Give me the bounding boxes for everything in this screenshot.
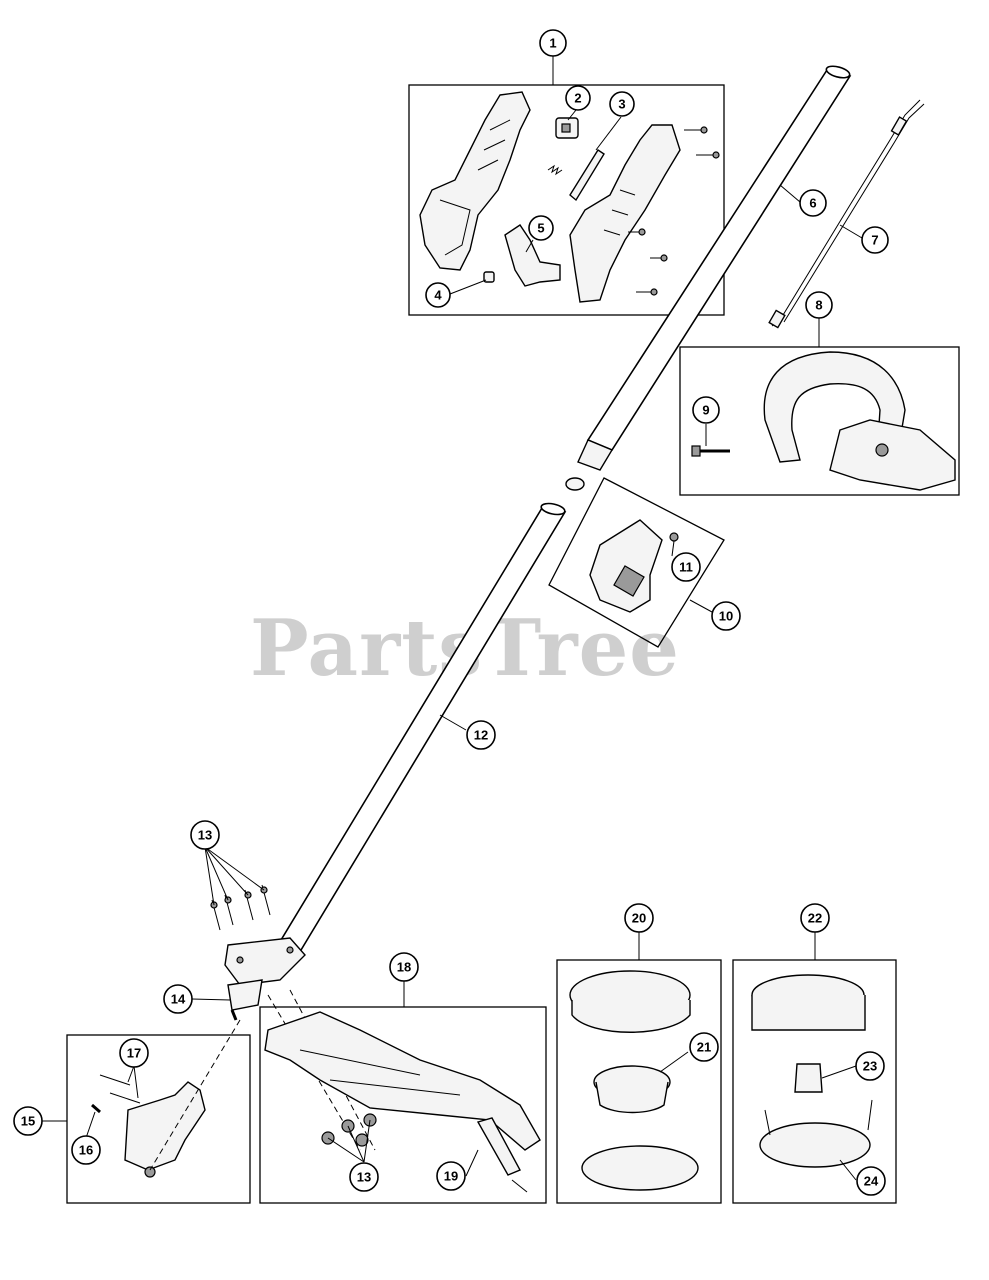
alignment-line xyxy=(149,1019,241,1171)
callout-16: 16 xyxy=(71,1135,101,1165)
box-shield xyxy=(259,1006,547,1204)
callout-7: 7 xyxy=(861,226,889,254)
spool-spring xyxy=(794,1063,823,1093)
svg-text:1: 1 xyxy=(549,36,556,51)
svg-text:24: 24 xyxy=(864,1174,879,1189)
svg-text:19: 19 xyxy=(444,1169,458,1184)
callout-21: 21 xyxy=(689,1032,719,1062)
callout-5: 5 xyxy=(528,215,554,241)
callout-9: 9 xyxy=(692,396,720,424)
svg-text:7: 7 xyxy=(871,233,878,248)
svg-text:3: 3 xyxy=(618,97,625,112)
callout-1: 1 xyxy=(539,29,567,57)
shield-mount-bracket xyxy=(224,937,306,986)
callout-4: 4 xyxy=(425,282,451,308)
svg-text:22: 22 xyxy=(808,911,822,926)
spool-base xyxy=(581,1145,699,1191)
callout-12: 12 xyxy=(466,720,496,750)
callout-2: 2 xyxy=(565,85,591,111)
svg-text:18: 18 xyxy=(397,960,411,975)
callout-24: 24 xyxy=(856,1166,886,1196)
coupler-screw xyxy=(669,532,679,542)
svg-text:5: 5 xyxy=(537,221,544,236)
svg-text:9: 9 xyxy=(702,403,709,418)
gearbox xyxy=(124,1081,206,1178)
spool-housing xyxy=(751,974,866,1031)
callout-11: 11 xyxy=(671,552,701,582)
svg-text:4: 4 xyxy=(434,288,442,303)
switch-part xyxy=(555,117,579,139)
small-nut xyxy=(483,271,495,283)
svg-text:2: 2 xyxy=(574,91,581,106)
spool-cap xyxy=(759,1099,873,1168)
svg-text:14: 14 xyxy=(171,992,186,1007)
line-cutter-blade xyxy=(476,1117,528,1193)
spool-cover xyxy=(569,970,691,1033)
callout-6: 6 xyxy=(799,189,827,217)
callout-13-lower: 13 xyxy=(349,1162,379,1192)
svg-text:13: 13 xyxy=(198,828,212,843)
handle-bolt xyxy=(691,445,730,457)
handle-housing-left xyxy=(419,91,531,271)
box-gearbox xyxy=(66,1034,251,1204)
shaft-coupler xyxy=(589,519,663,613)
callout-14: 14 xyxy=(163,984,193,1014)
lower-shaft xyxy=(273,502,567,956)
callout-22: 22 xyxy=(800,903,830,933)
grass-shield xyxy=(264,1011,541,1151)
trigger-part xyxy=(504,224,561,287)
handle-housing-right xyxy=(569,124,681,303)
svg-text:8: 8 xyxy=(815,298,822,313)
housing-screws xyxy=(628,126,720,296)
callout-13-upper: 13 xyxy=(190,820,220,850)
mount-screws xyxy=(210,884,271,931)
callout-17: 17 xyxy=(119,1038,149,1068)
svg-text:13: 13 xyxy=(357,1170,371,1185)
callout-15: 15 xyxy=(13,1106,43,1136)
svg-text:11: 11 xyxy=(679,560,693,575)
box-coupler xyxy=(548,477,725,648)
callout-19: 19 xyxy=(436,1161,466,1191)
callout-3: 3 xyxy=(609,91,635,117)
svg-text:16: 16 xyxy=(79,1143,93,1158)
gearbox-pin xyxy=(91,1103,101,1114)
leader-lines xyxy=(42,56,863,1181)
gearbox-screws xyxy=(99,1074,141,1104)
svg-text:10: 10 xyxy=(719,609,733,624)
spool-insert xyxy=(593,1065,671,1114)
svg-text:15: 15 xyxy=(21,1114,35,1129)
drive-shaft-end xyxy=(227,979,263,1021)
throttle-cable xyxy=(768,99,925,329)
callout-8: 8 xyxy=(805,291,833,319)
svg-text:17: 17 xyxy=(127,1046,141,1061)
svg-text:23: 23 xyxy=(863,1059,877,1074)
shield-nuts xyxy=(321,1113,377,1147)
callout-20: 20 xyxy=(624,903,654,933)
svg-text:21: 21 xyxy=(697,1040,711,1055)
callout-23: 23 xyxy=(855,1051,885,1081)
switch-rod xyxy=(547,149,605,202)
svg-text:6: 6 xyxy=(809,196,816,211)
svg-text:20: 20 xyxy=(632,911,646,926)
svg-text:12: 12 xyxy=(474,728,488,743)
box-handle-housing xyxy=(408,84,725,316)
callout-18: 18 xyxy=(389,952,419,982)
upper-shaft xyxy=(565,65,852,491)
assist-handle xyxy=(763,351,956,491)
callout-10: 10 xyxy=(711,601,741,631)
